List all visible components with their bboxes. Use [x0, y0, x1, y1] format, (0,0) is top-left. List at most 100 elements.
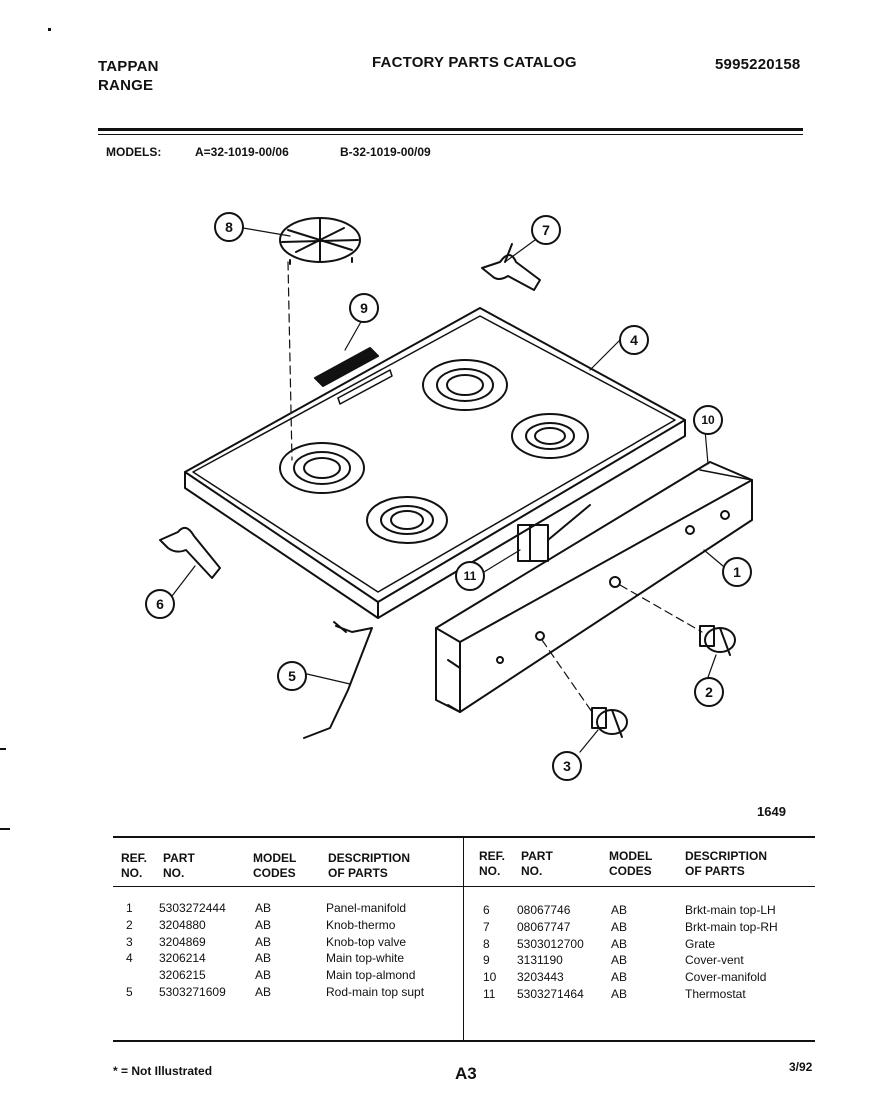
description-cell: Panel-manifold — [326, 901, 407, 915]
callout-label-1: 1 — [733, 564, 741, 580]
ref-cell: 7 — [483, 919, 490, 934]
callout-circle-2 — [694, 677, 724, 707]
model-code-cell: AB — [255, 985, 272, 999]
table-row: 4 3206214 AB Main top-white — [113, 950, 453, 966]
header-ref-line2: NO. — [479, 864, 501, 878]
model-code-cell: AB — [255, 934, 272, 949]
table-row: 6 08067746 AB Brkt-main top-LH — [465, 902, 805, 918]
not-illustrated-note: * = Not Illustrated — [113, 1064, 213, 1078]
header-model-line2: CODES — [253, 866, 296, 880]
model-code-cell: AB — [255, 968, 272, 983]
callout-circle-4 — [619, 325, 649, 355]
scan-edge-mark — [48, 28, 51, 31]
description-cell: Knob-thermo — [326, 917, 396, 932]
header-desc-line2: OF PARTS — [685, 864, 745, 878]
callout-label-10: 10 — [701, 413, 715, 427]
header-desc-line1: DESCRIPTION — [328, 851, 411, 865]
part-number-cell: 5303271464 — [517, 987, 584, 1001]
callout-label-2: 2 — [705, 684, 713, 700]
table-row: 10 3203443 AB Cover-manifold — [465, 969, 805, 985]
bracket-rh-part — [481, 243, 541, 291]
page-number: A3 — [455, 1064, 477, 1083]
callout-circle-8 — [214, 212, 244, 242]
thermostat-part — [517, 504, 591, 562]
part-number-cell: 3131190 — [517, 953, 563, 968]
ref-cell: 9 — [483, 953, 490, 968]
callout-label-3: 3 — [563, 758, 571, 774]
header-ref-line1: REF. — [121, 851, 148, 865]
model-code-cell: AB — [611, 936, 628, 951]
model-b: B-32-1019-00/09 — [340, 145, 431, 159]
catalog-title: FACTORY PARTS CATALOG — [372, 54, 577, 71]
ref-cell: 6 — [483, 903, 490, 917]
description-cell: Cover-manifold — [685, 970, 767, 985]
part-number-cell: 5303272444 — [159, 901, 226, 915]
callout-label-7: 7 — [542, 222, 550, 238]
header-part-line1: PART — [521, 849, 553, 863]
callout-circle-5 — [277, 661, 307, 691]
header-rule-thin — [98, 134, 803, 135]
header-part-line2: NO. — [521, 864, 543, 878]
model-code-cell: AB — [255, 901, 272, 915]
table-row: 7 08067747 AB Brkt-main top-RH — [465, 919, 805, 935]
description-cell: Main top-white — [326, 951, 405, 966]
header-ref-line1: REF. — [479, 849, 506, 863]
description-cell: Brkt-main top-RH — [685, 919, 778, 934]
main-top-part — [184, 307, 686, 619]
ref-cell: 4 — [126, 951, 133, 966]
header-ref-line2: NO. — [121, 866, 143, 880]
callout-circle-6 — [145, 589, 175, 619]
description-cell: Rod-main top supt — [326, 985, 425, 999]
ref-cell: 10 — [483, 970, 497, 985]
knob-top-valve-part — [591, 707, 628, 738]
part-number-cell: 3206214 — [159, 951, 206, 966]
catalog-date: 3/92 — [789, 1060, 813, 1074]
description-cell: Main top-almond — [326, 968, 416, 983]
model-code-cell: AB — [611, 903, 628, 917]
rod-part — [303, 621, 373, 739]
description-cell: Knob-top valve — [326, 934, 407, 949]
grate-part — [279, 217, 361, 461]
ref-cell: 3 — [126, 934, 133, 949]
description-cell: Grate — [685, 936, 716, 951]
manifold-panel-part — [435, 461, 753, 713]
description-cell: Thermostat — [685, 987, 746, 1001]
vent-cover-part — [314, 347, 379, 387]
catalog-number: 5995220158 — [715, 56, 801, 73]
header-model-line1: MODEL — [609, 849, 653, 863]
ref-cell: 8 — [483, 936, 490, 951]
description-cell: Brkt-main top-LH — [685, 903, 776, 917]
model-code-cell: AB — [611, 919, 628, 934]
table-divider — [463, 836, 464, 1042]
table-row: 1 5303272444 AB Panel-manifold — [113, 900, 453, 916]
model-code-cell: AB — [611, 970, 628, 985]
header-model-codes-right: MODEL CODES — [609, 849, 652, 879]
model-code-cell: AB — [255, 951, 272, 966]
callout-circle-11 — [455, 561, 485, 591]
ref-cell: 2 — [126, 917, 133, 932]
parts-table: REF. NO. PART NO. MODEL CODES DESCRIPTIO… — [113, 836, 815, 1042]
callout-label-6: 6 — [156, 596, 164, 612]
ref-cell: 1 — [126, 901, 133, 915]
brand-line-2: RANGE — [98, 77, 154, 94]
bracket-lh-part — [159, 526, 221, 579]
header-model-line1: MODEL — [253, 851, 297, 865]
exploded-parts-diagram: 8 7 9 4 10 1 11 6 5 2 3 1649 — [145, 212, 786, 819]
knob-thermo-part — [699, 625, 736, 656]
part-number-cell: 3206215 — [159, 968, 206, 983]
header-model-codes-left: MODEL CODES — [253, 851, 296, 881]
callout-label-8: 8 — [225, 219, 233, 235]
model-a: A=32-1019-00/06 — [195, 145, 289, 159]
scan-edge-mark — [0, 828, 10, 830]
header-description-left: DESCRIPTION OF PARTS — [328, 851, 410, 881]
callout-circle-9 — [349, 293, 379, 323]
table-row: 3 3204869 AB Knob-top valve — [113, 934, 453, 950]
part-number-cell: 08067747 — [517, 919, 571, 934]
part-number-cell: 08067746 — [517, 903, 571, 917]
part-number-cell: 3204869 — [159, 934, 206, 949]
model-code-cell: AB — [611, 987, 628, 1001]
part-number-cell: 3203443 — [517, 970, 564, 985]
